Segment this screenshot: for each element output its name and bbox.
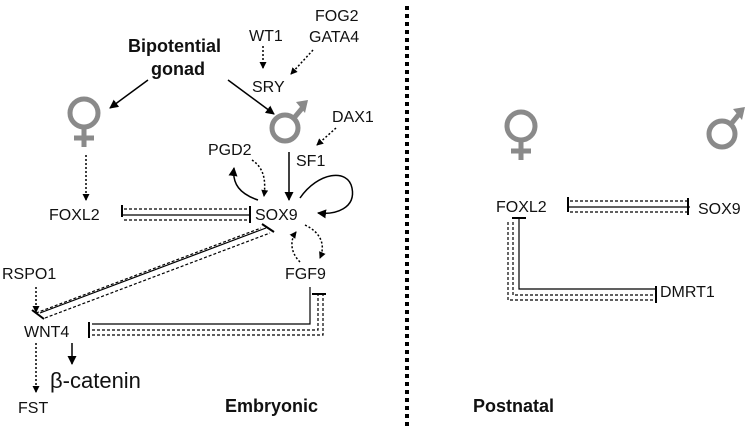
arrow-sox9-to-pgd2 xyxy=(228,167,259,201)
inhibit-fgf9-wnt4 xyxy=(92,287,311,325)
dax1-label: DAX1 xyxy=(332,109,374,126)
inhibit-sox9-wnt4 xyxy=(39,227,267,314)
gata4-label: GATA4 xyxy=(309,29,359,46)
inhibit-wnt4-sox9-dashed-2 xyxy=(35,227,262,314)
arrow-pgd2-to-sox9 xyxy=(251,159,269,197)
postnatal-inhibit-dmrt1-foxl2 xyxy=(518,218,656,290)
sry-label: SRY xyxy=(252,79,285,96)
arrow-fgf9-to-sox9 xyxy=(289,231,301,263)
bipotential-label-line2: gonad xyxy=(151,59,205,79)
wt1-label: WT1 xyxy=(249,28,283,45)
inhibit-bar-wnt4 xyxy=(31,309,45,320)
foxl2-label: FOXL2 xyxy=(49,207,100,224)
postnatal-foxl2-label: FOXL2 xyxy=(496,199,547,216)
sox9-label: SOX9 xyxy=(255,207,298,224)
postnatal-dmrt1-label: DMRT1 xyxy=(660,284,715,301)
wnt4-label: WNT4 xyxy=(24,324,69,341)
beta-catenin-label: β-catenin xyxy=(50,368,141,393)
arrow-gata4-to-sry xyxy=(290,49,314,75)
sf1-label: SF1 xyxy=(296,153,325,170)
male-symbol-icon xyxy=(269,100,308,144)
inhibit-wnt4-sox9-dashed-1 xyxy=(44,232,271,319)
postnatal-inhibit-foxl2-dmrt1-dashed-2 xyxy=(507,222,654,301)
arrow-sox9-to-fgf9 xyxy=(304,224,326,259)
embryonic-label: Embryonic xyxy=(225,396,318,416)
inhibit-wnt4-fgf9-dashed-1 xyxy=(92,295,319,331)
postnatal-label: Postnatal xyxy=(473,396,554,416)
arrow-dax1-to-sf1 xyxy=(316,127,337,146)
rspo1-label: RSPO1 xyxy=(2,266,56,283)
inhibit-wnt4-fgf9-dashed-2 xyxy=(92,295,324,336)
fog2-label: FOG2 xyxy=(315,8,359,25)
male-symbol-icon xyxy=(706,107,745,150)
fst-label: FST xyxy=(18,400,48,417)
postnatal-sox9-label: SOX9 xyxy=(698,201,741,218)
bipotential-label-line1: Bipotential xyxy=(128,36,221,56)
pgd2-label: PGD2 xyxy=(208,142,252,159)
arrow-bipotential-to-female xyxy=(109,79,149,109)
female-symbol-icon xyxy=(504,109,538,160)
arrow-sox9-self-loop xyxy=(299,174,354,219)
fgf9-label: FGF9 xyxy=(285,266,326,283)
inhibit-bar-sox9-diag xyxy=(261,223,275,233)
female-symbol-icon xyxy=(67,96,101,147)
postnatal-inhibit-foxl2-dmrt1-dashed-1 xyxy=(512,222,654,296)
arrow-bipotential-to-male xyxy=(227,79,275,115)
